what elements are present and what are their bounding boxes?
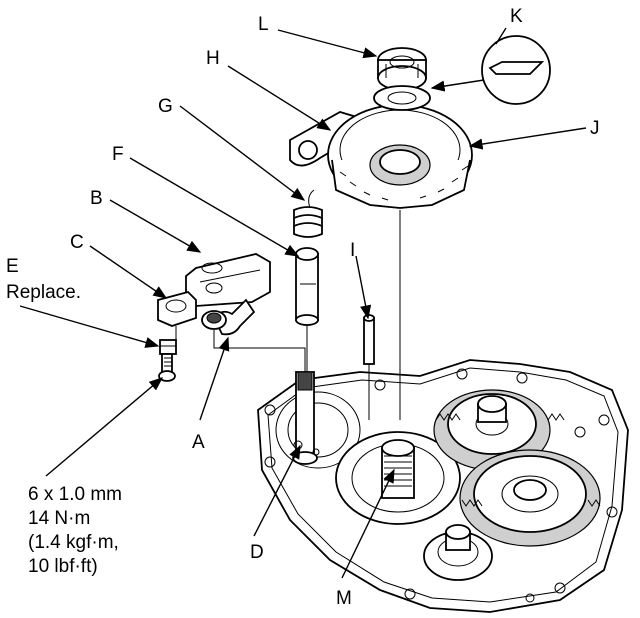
- shift-lever-assembly: [157, 253, 306, 382]
- torque-spec-line-4: 10 lbf·ft): [28, 556, 98, 577]
- shift-drum-assembly: [289, 104, 473, 420]
- label-I: I: [350, 240, 355, 261]
- shift-shaft-sleeve: [295, 247, 319, 372]
- label-J: J: [590, 118, 600, 139]
- label-E: E: [6, 256, 19, 277]
- label-C: C: [70, 232, 84, 253]
- torque-spec-line-1: 6 x 1.0 mm: [28, 484, 122, 505]
- leader-lines: [19, 27, 587, 579]
- locknut: [377, 47, 427, 91]
- label-H: H: [206, 48, 220, 69]
- torque-spec-line-3: (1.4 kgf·m,: [28, 532, 119, 553]
- torque-spec-line-2: 14 N·m: [28, 508, 90, 529]
- label-E-note: Replace.: [6, 282, 81, 303]
- label-F: F: [112, 144, 124, 165]
- label-M: M: [336, 588, 352, 609]
- label-D: D: [250, 542, 264, 563]
- label-L: L: [258, 14, 269, 35]
- label-A: A: [192, 432, 205, 453]
- label-G: G: [158, 96, 173, 117]
- washer-detail-callout: [481, 35, 551, 105]
- label-K: K: [510, 6, 523, 27]
- transmission-housing: [257, 359, 629, 613]
- return-spring: [293, 189, 323, 238]
- label-B: B: [90, 188, 103, 209]
- washer: [373, 85, 431, 111]
